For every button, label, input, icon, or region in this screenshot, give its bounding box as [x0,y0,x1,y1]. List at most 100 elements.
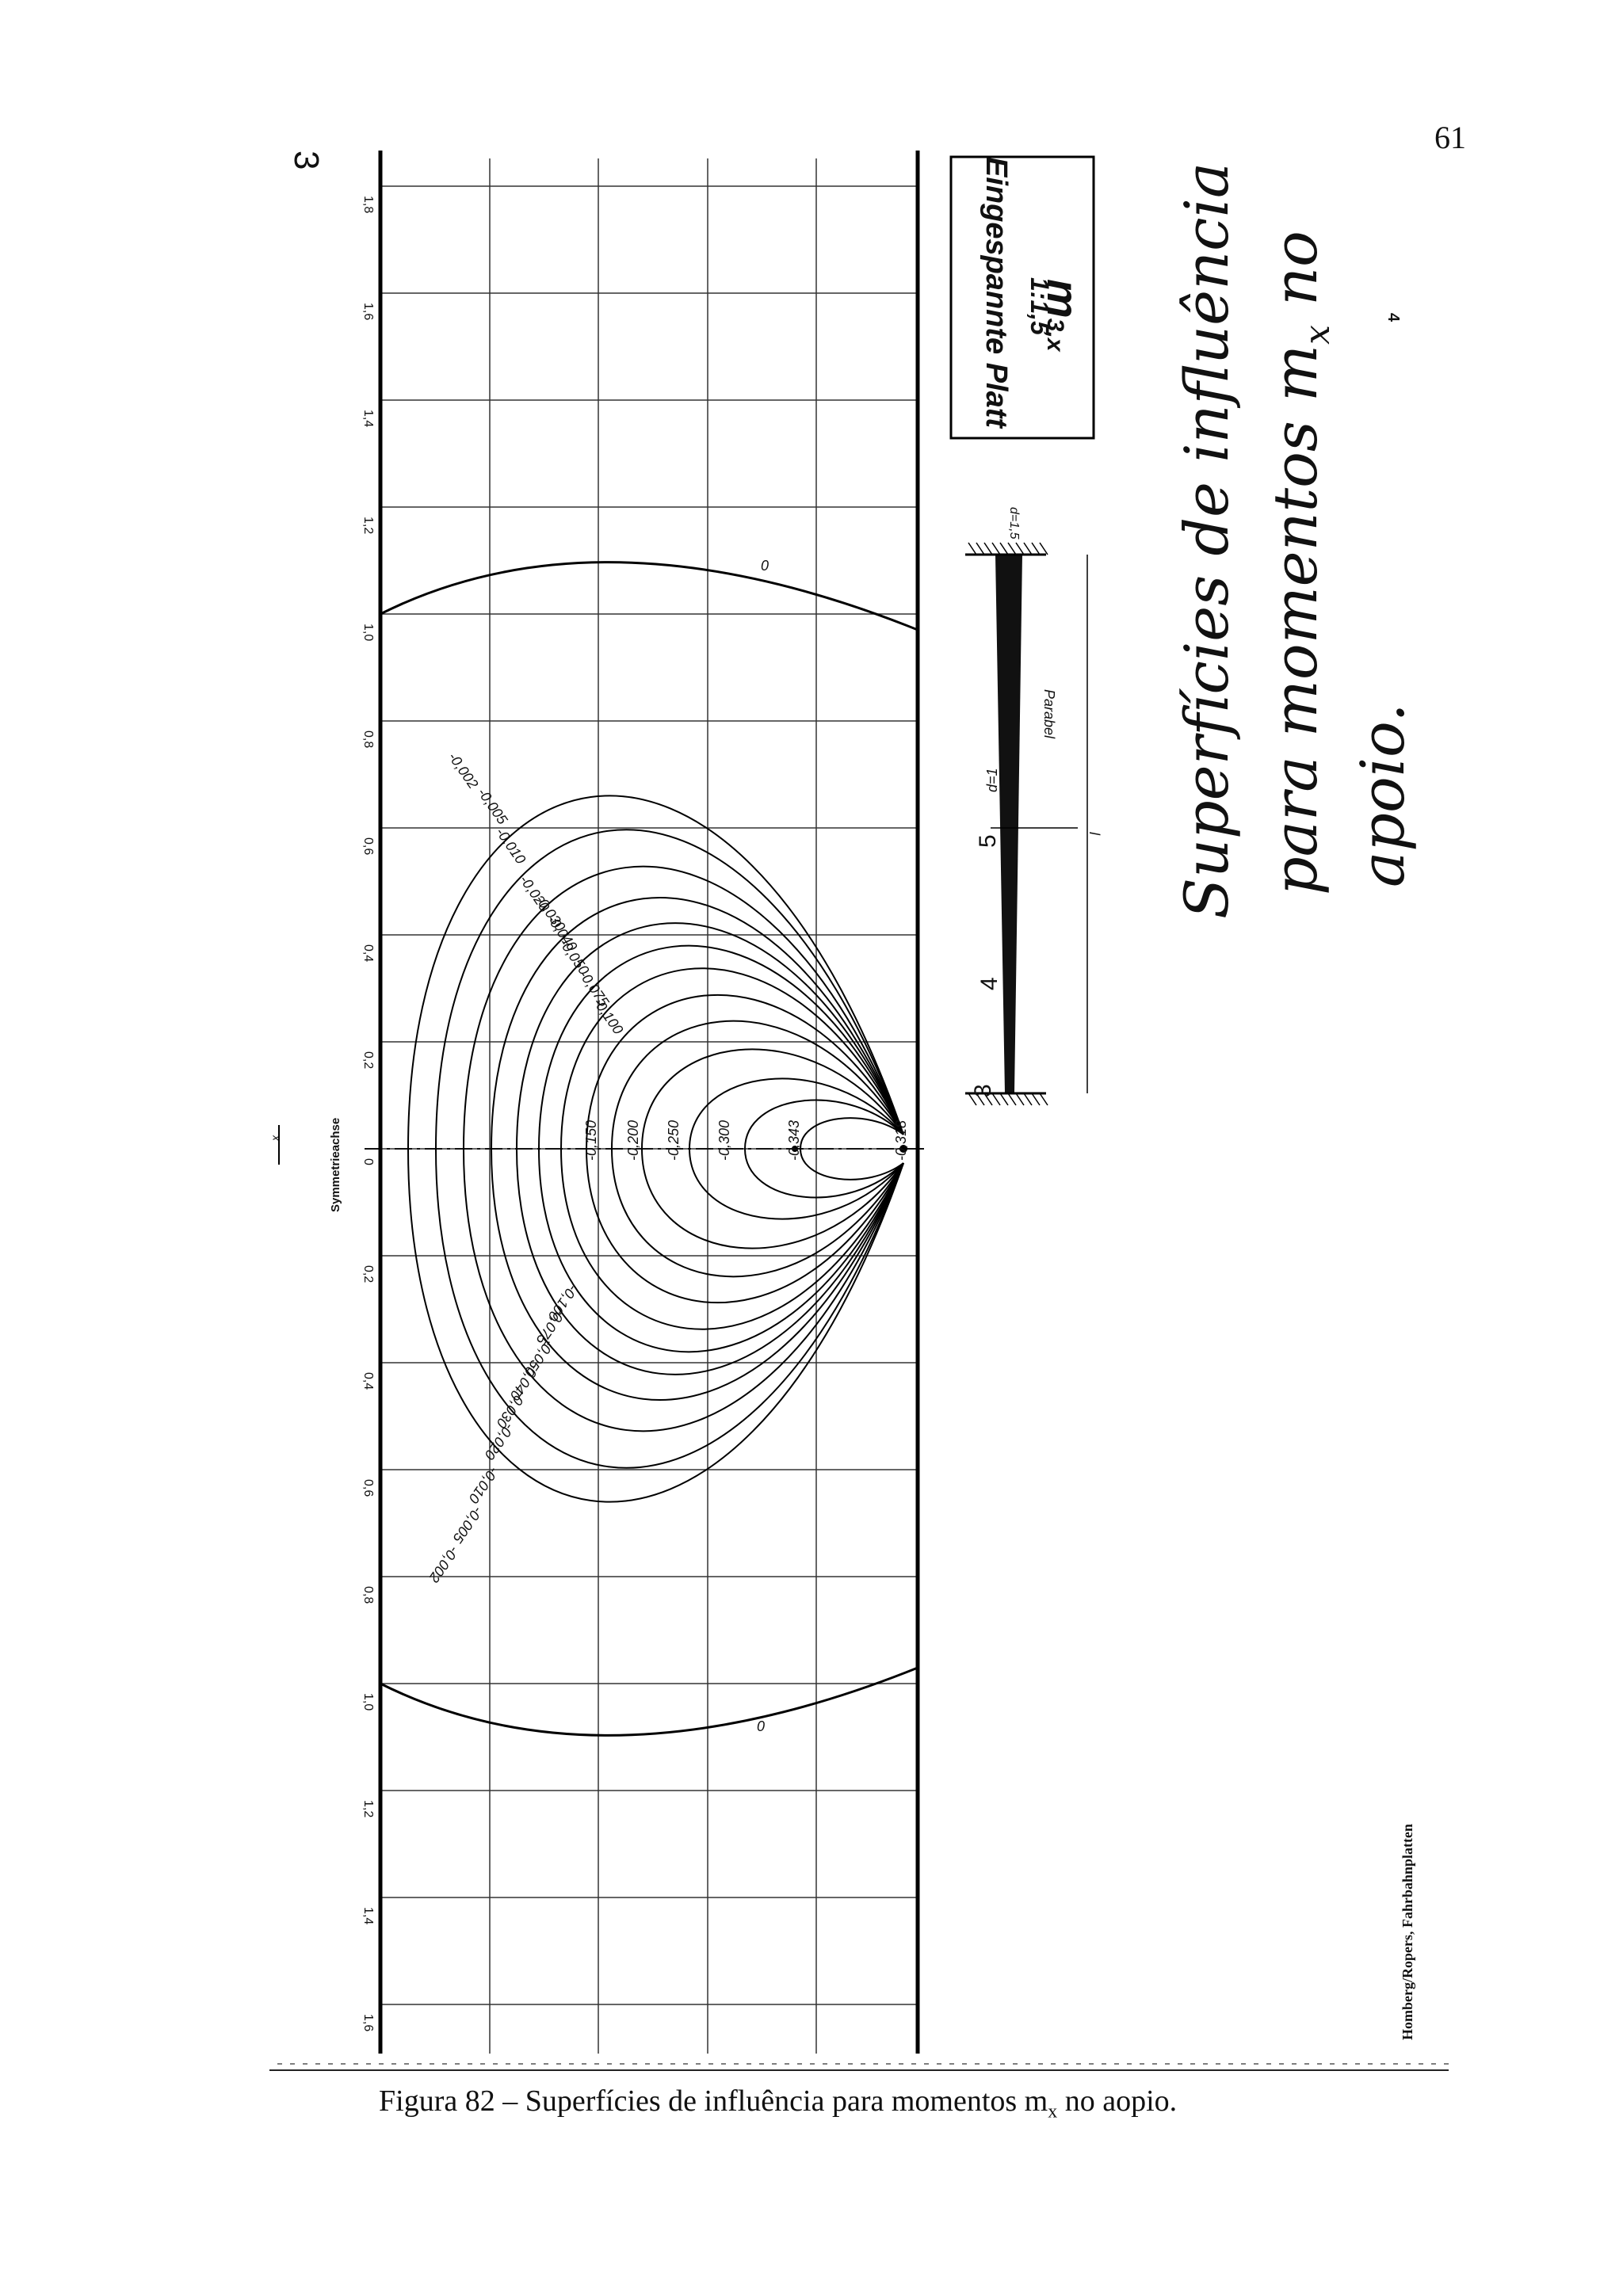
axis-tick-lower: 1,2 [361,1800,375,1817]
caption-tail: no aopio. [1057,2084,1178,2118]
page-number: 61 [1434,120,1466,155]
axis-tick-lower: 1,4 [361,1907,375,1924]
handwritten-line-2: para momentos mx no [1260,231,1338,895]
contour-label-upper: -0,002 [445,749,482,791]
handwritten-line-2-text: para momentos m [1260,344,1331,895]
zero-label-lower: 0 [757,1718,765,1734]
hatch-bottom [991,1093,1001,1106]
hatch-top [968,542,977,555]
contour-label-lower: -0,005 [449,1504,486,1547]
contour-label-lower: -0,020 [481,1421,517,1463]
axis-tick-upper: 1,0 [361,624,375,641]
contour-loop [559,967,904,1330]
sheet-mark: 3 [287,151,326,170]
contour-loop [688,1077,904,1220]
axis-tick-upper: 1,2 [361,517,375,534]
zero-label-upper: 0 [761,558,769,574]
symmetry-axis-label: Symmetrieachse [329,1118,342,1212]
title-box-symbol-letter: m [1038,279,1088,318]
axis-tick-lower: 1,6 [361,2014,375,2031]
axis-tick-upper: 1,6 [361,303,375,320]
cross-section: d=1,5 d=1 Parabel l 3 4 5 [949,155,1102,1106]
hatch-bottom [1039,1093,1048,1106]
axis-tick-upper: 0 [361,1158,375,1165]
contour-loop [515,922,904,1375]
source-credit: Homberg/Ropers, Fahrbahnplatten [1400,1823,1415,2040]
contour-loop [490,897,904,1401]
contour-loop [537,944,904,1353]
contour-label-upper: -0,010 [493,825,529,867]
contour-label-upper: -0,100 [590,995,627,1037]
handwritten-line-2-sub: x [1297,325,1338,345]
axis-tick-upper: 0,8 [361,730,375,748]
contour-label-center: -0,318 [893,1120,909,1161]
hatch-bottom [968,1093,977,1106]
caption-rule [269,2069,1449,2071]
max-point-marker [792,1146,798,1152]
figure-caption: Figura 82 – Superfícies de influência pa… [379,2084,1177,2123]
contour-label-lower: -0,002 [426,1543,462,1585]
hatch-top [999,542,1009,555]
axis-tick-upper: 0,6 [361,837,375,855]
axis-tick-lower: 0,8 [361,1586,375,1604]
contour-lines [380,561,918,1737]
section-mark: 5 [975,834,1001,848]
hatch-top [1031,542,1041,555]
grid-lines [365,158,926,2054]
axis-variable-label: x [269,1135,281,1142]
hatch-bottom [1031,1093,1041,1106]
caption-sub: x [1048,2101,1058,2122]
hatch-bottom [983,1093,993,1106]
handwritten-line-2-end: no [1260,231,1331,326]
caption-text: Figura 82 – Superfícies de influência pa… [379,2084,1048,2118]
zero-contour-upper [380,561,918,631]
contour-label-center: -0,150 [583,1120,599,1161]
hatch-top [1039,542,1048,555]
hatch-bottom [1015,1093,1025,1106]
axis-tick-lower: 0,4 [361,1372,375,1390]
contour-loop [407,795,904,1503]
title-box-symbol-subscript: 3,x [1042,318,1068,352]
section-d-mid: d=1 [984,768,1000,792]
axis-ticks: 1,81,61,41,21,00,80,60,40,200,20,40,60,8… [269,151,1402,2031]
hatch-top [983,542,993,555]
hatch-top [1007,542,1017,555]
section-parabel-label: Parabel [1041,689,1057,739]
contour-label-center: -0,250 [666,1120,682,1161]
hatch-bottom [976,1093,985,1106]
zero-contour-lower [380,1666,918,1737]
contour-label-center: -0,343 [786,1120,802,1161]
hatch-bottom [1007,1093,1017,1106]
hatch-bottom [999,1093,1009,1106]
contour-loop [640,1048,904,1249]
contour-loop [799,1117,904,1180]
section-mark: 3 [970,1084,996,1097]
section-length-label: l [1086,832,1102,836]
title-box-title: Eingespannte Platt [980,157,1013,429]
axis-tick-lower: 0,6 [361,1479,375,1497]
title-box [949,155,1095,440]
axis-tick-lower: 0,2 [361,1265,375,1283]
plate-borders [277,151,1454,2065]
contour-label-center: -0,200 [625,1120,641,1161]
plate-profile [995,555,1022,1093]
handwritten-line-1: Superfícies de influência [1171,162,1242,919]
axis-tick-upper: 0,4 [361,944,375,962]
hatch-top [1015,542,1025,555]
axis-tick-upper: 1,4 [361,410,375,427]
axis-tick-lower: 1,0 [361,1693,375,1711]
contour-labels: -0,002-0,005-0,010-0,020-0,030-0,040-0,0… [426,558,909,1734]
contour-label-center: -0,300 [716,1120,732,1161]
contour-loop [743,1099,904,1199]
section-d-top: d=1,5 [1007,507,1021,540]
hatch-bottom [1023,1093,1033,1106]
handwritten-line-3: apoio. [1347,703,1418,887]
contour-loop [434,829,904,1469]
support-point-marker [899,1145,907,1153]
section-mark: 4 [976,977,1002,990]
contour-loop [585,994,904,1303]
hatch-top [976,542,985,555]
title-box-symbol: m3,x [1037,279,1089,352]
